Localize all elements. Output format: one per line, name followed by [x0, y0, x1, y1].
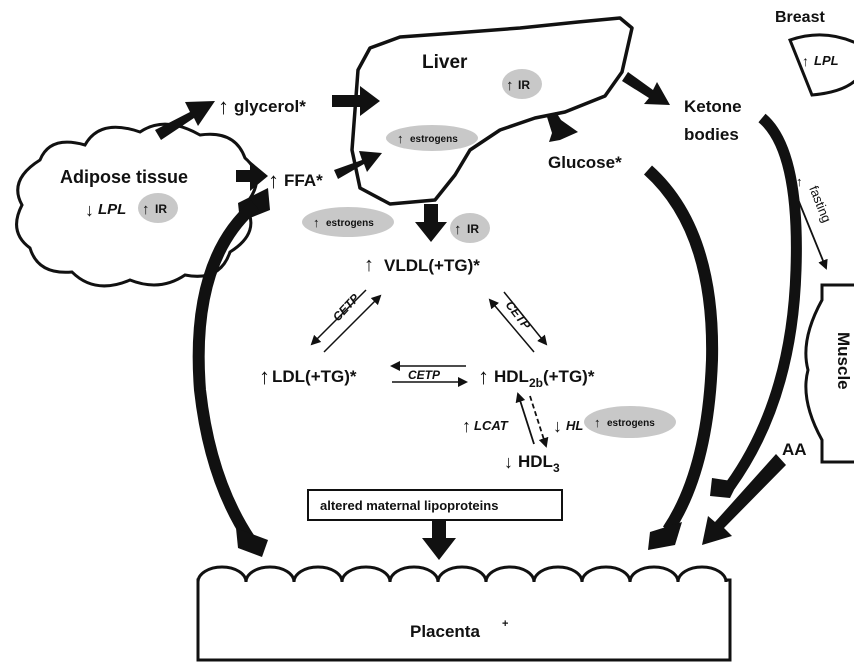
hdl3-sub: 3 [553, 461, 560, 475]
up-arrow: ↑ [218, 94, 229, 119]
cetp-label-middle: CETP [408, 368, 441, 382]
curved-arrow-heads [236, 478, 738, 557]
placenta-label: Placenta [410, 622, 480, 641]
liver-estrogens-label: estrogens [410, 134, 458, 145]
fasting-label: fasting [806, 184, 834, 225]
up-arrow: ↑ [313, 215, 320, 230]
adipose-ir-badge [138, 193, 178, 223]
liver-to-ketone-arrow [622, 72, 670, 105]
placenta-villi [196, 565, 728, 583]
bodies-label: bodies [684, 125, 739, 144]
breast-label: Breast [775, 9, 825, 26]
up-arrow: ↑ [454, 221, 462, 238]
glucose-curve-head [648, 522, 682, 550]
ketone-curve-head [710, 478, 738, 498]
glucose-label: Glucose* [548, 153, 622, 172]
placenta: Placenta + [196, 565, 732, 662]
liver-to-vldl-arrow [415, 204, 447, 242]
down-arrow: ↓ [504, 452, 513, 472]
hl-label: HL [566, 418, 583, 433]
glucose-to-placenta-curve [643, 165, 719, 534]
adipose-lpl-label: LPL [98, 201, 126, 218]
liver: Liver ↑ IR ↑ estrogens [350, 16, 634, 206]
muscle: Muscle [804, 283, 854, 464]
adipose-label: Adipose tissue [60, 167, 188, 187]
up-arrow: ↑ [802, 53, 809, 69]
up-arrow: ↑ [506, 77, 514, 94]
muscle-shape [804, 283, 854, 464]
altered-lipoproteins-label: altered maternal lipoproteins [320, 498, 498, 513]
hl-estrogens-label: estrogens [607, 418, 655, 429]
down-arrow: ↓ [85, 200, 94, 220]
placenta-body [196, 578, 732, 662]
liver-to-glucose-arrow [547, 112, 578, 142]
liver-ir-label: IR [518, 78, 530, 92]
altered-to-placenta-arrow [422, 520, 456, 560]
hdl-conversion-arrows [515, 392, 549, 448]
ldl-label: LDL(+TG)* [272, 367, 357, 386]
ffa-to-liver-arrow [334, 151, 382, 179]
up-arrow: ↑ [796, 174, 803, 189]
vldl-ir-badge [450, 213, 490, 243]
hl-estrogens-badge [584, 406, 676, 438]
adipose-tissue: Adipose tissue ↓ LPL ↑ IR [15, 122, 258, 288]
adipose-to-placenta-curve [192, 200, 259, 544]
vldl-ir-label: IR [467, 222, 479, 236]
ketone-label: Ketone [684, 97, 742, 116]
hdl2b-tail: (+TG)* [543, 367, 595, 386]
vldl-label: VLDL(+TG)* [384, 256, 480, 275]
down-arrow: ↓ [553, 416, 562, 436]
liver-label: Liver [422, 52, 468, 73]
liver-estrogens-badge [386, 125, 478, 151]
breast: Breast ↑ LPL [775, 9, 854, 97]
ffa-label: FFA* [284, 171, 323, 190]
glycerol-to-liver-arrow [332, 86, 380, 116]
lcat-label: LCAT [474, 418, 509, 433]
glycerol-label: glycerol* [234, 97, 306, 116]
adipose-to-glycerol-arrow [155, 101, 215, 140]
placenta-superscript: + [502, 618, 508, 630]
up-arrow: ↑ [259, 364, 270, 389]
up-arrow: ↑ [594, 415, 601, 430]
breast-lpl-label: LPL [814, 53, 839, 68]
vldl-estrogens-label: estrogens [326, 218, 374, 229]
hdl3-main: HDL [518, 452, 553, 471]
adipose-cloud [15, 122, 258, 288]
fasting-arrow [781, 159, 828, 270]
hdl2b-sub: 2b [529, 376, 543, 390]
aa-label: AA [782, 440, 807, 459]
hdl3-label: HDL3 [518, 452, 560, 475]
up-arrow: ↑ [478, 364, 489, 389]
liver-outline [350, 16, 634, 206]
altered-lipoproteins-box [307, 489, 563, 521]
up-arrow: ↑ [142, 201, 150, 218]
hdl2b-main: HDL [494, 367, 529, 386]
up-arrow: ↑ [397, 131, 404, 146]
up-arrow: ↑ [364, 254, 374, 276]
up-arrow: ↑ [268, 168, 279, 193]
aa-to-placenta-arrow [702, 454, 786, 545]
liver-ir-badge [502, 69, 542, 99]
adipose-curve-head [236, 528, 268, 557]
curved-arrows [192, 113, 802, 544]
ketone-to-placenta-curve [725, 113, 802, 490]
vldl-estrogens-badge [302, 207, 394, 237]
muscle-label: Muscle [834, 332, 853, 390]
adipose-to-ffa-arrow [236, 161, 268, 191]
up-arrow: ↑ [462, 416, 471, 436]
hdl2b-label: HDL2b(+TG)* [494, 367, 595, 390]
cetp-arrows [310, 289, 548, 387]
adipose-ir-label: IR [155, 202, 167, 216]
breast-shape [788, 33, 854, 97]
cetp-label-right: CETP [503, 298, 534, 333]
